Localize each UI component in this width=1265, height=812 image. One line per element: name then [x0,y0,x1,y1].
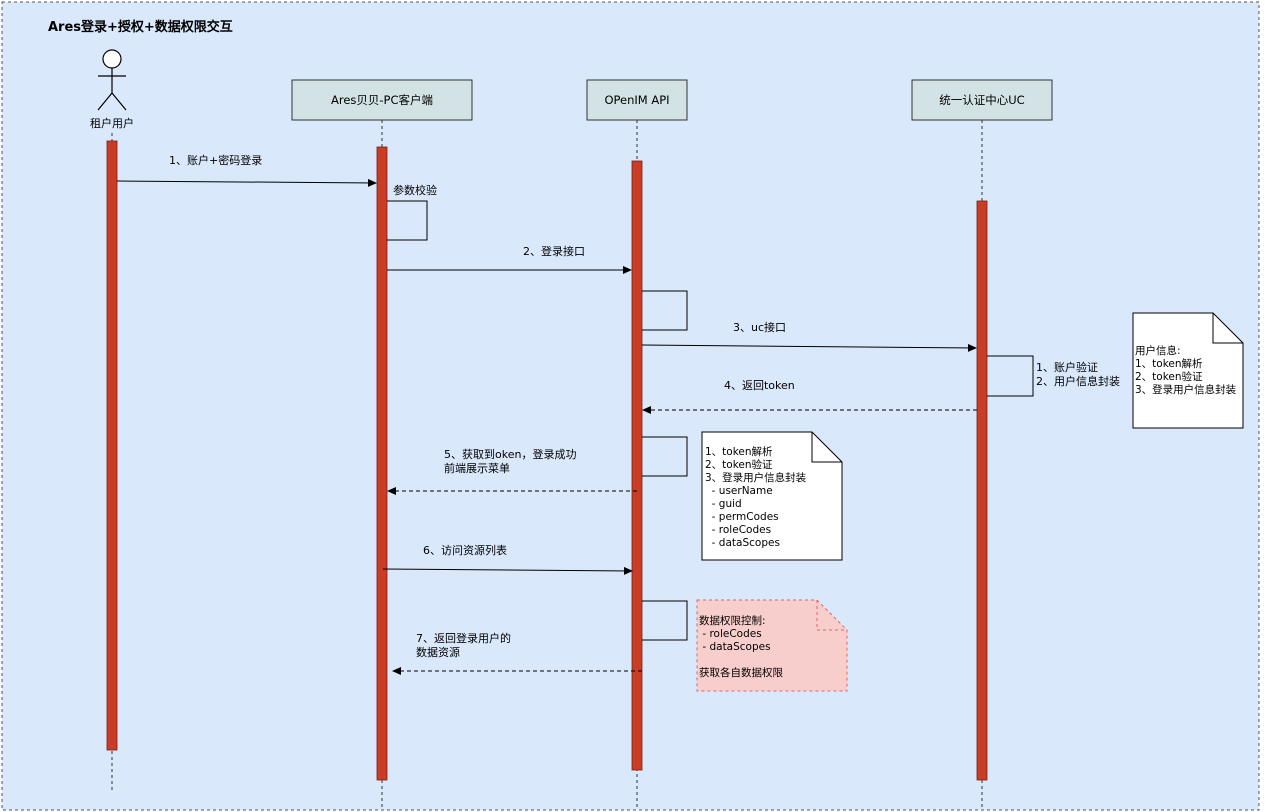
self-call-api-2 [642,436,688,477]
message-label-2: 2、登录接口 [523,244,585,258]
svg-text:统一认证中心UC: 统一认证中心UC [939,93,1024,107]
svg-text:- dataScopes: - dataScopes [705,537,780,549]
svg-text:Ares贝贝-PC客户端: Ares贝贝-PC客户端 [331,93,433,107]
svg-text:获取各自数据权限: 获取各自数据权限 [699,666,783,679]
svg-text:- roleCodes: - roleCodes [705,524,771,536]
message-arrow-6 [382,566,633,575]
note-api-token: 1、token解析 2、token验证 3、登录用户信息封装 - userNam… [701,431,843,561]
activation-uc-center [976,200,988,781]
participant-uc-center: 统一认证中心UC [911,79,1053,121]
svg-text:- roleCodes: - roleCodes [699,628,762,640]
self-call-param-check [387,200,428,241]
svg-text:数据权限控制:: 数据权限控制: [699,614,766,627]
svg-text:- userName: - userName [705,485,773,497]
svg-text:3、登录用户信息封装: 3、登录用户信息封装 [1135,383,1237,396]
note-data-permission: 数据权限控制: - roleCodes - dataScopes 获取各自数据权… [696,599,848,692]
svg-text:2、token验证: 2、token验证 [1135,370,1203,383]
actor-icon [97,49,127,111]
message-arrow-1 [116,178,377,187]
svg-text:1、token解析: 1、token解析 [705,445,773,458]
message-label-param-check: 参数校验 [393,183,437,197]
message-label-5-line1: 5、获取到oken，登录成功 [444,447,576,461]
message-label-7-line1: 7、返回登录用户的 [416,631,511,645]
self-call-api-3 [642,600,688,641]
participant-ares-client: Ares贝贝-PC客户端 [291,79,473,121]
message-label-uc-verify-1: 1、账户验证 [1036,360,1098,374]
actor-label: 租户用户 [90,116,134,130]
activation-openim-api [631,160,643,771]
message-label-3: 3、uc接口 [733,321,786,334]
note-uc-user-info: 用户信息: 1、token解析 2、token验证 3、登录用户信息封装 [1132,312,1244,429]
svg-text:用户信息:: 用户信息: [1135,344,1181,357]
message-label-7-line2: 数据资源 [416,645,460,659]
message-label-1: 1、账户+密码登录 [169,153,262,167]
self-call-api-1 [642,290,688,331]
message-label-6: 6、访问资源列表 [423,543,507,557]
svg-text:2、token验证: 2、token验证 [705,458,773,471]
message-label-5-line2: 前端展示菜单 [444,461,510,475]
svg-text:- dataScopes: - dataScopes [699,641,771,653]
self-call-uc [987,355,1034,397]
message-arrow-3 [641,343,977,352]
participant-openim-api: OPenIM API [586,79,688,121]
svg-text:- permCodes: - permCodes [705,511,779,523]
svg-text:1、token解析: 1、token解析 [1135,357,1203,370]
activation-actor [106,140,118,751]
svg-text:- guid: - guid [705,498,742,510]
activation-ares-client [376,146,388,781]
svg-text:OPenIM API: OPenIM API [604,93,669,107]
svg-text:3、登录用户信息封装: 3、登录用户信息封装 [705,471,807,484]
diagram-title: Ares登录+授权+数据权限交互 [48,19,233,35]
message-label-4: 4、返回token [724,379,795,392]
message-label-uc-verify-2: 2、用户信息封装 [1036,374,1120,388]
